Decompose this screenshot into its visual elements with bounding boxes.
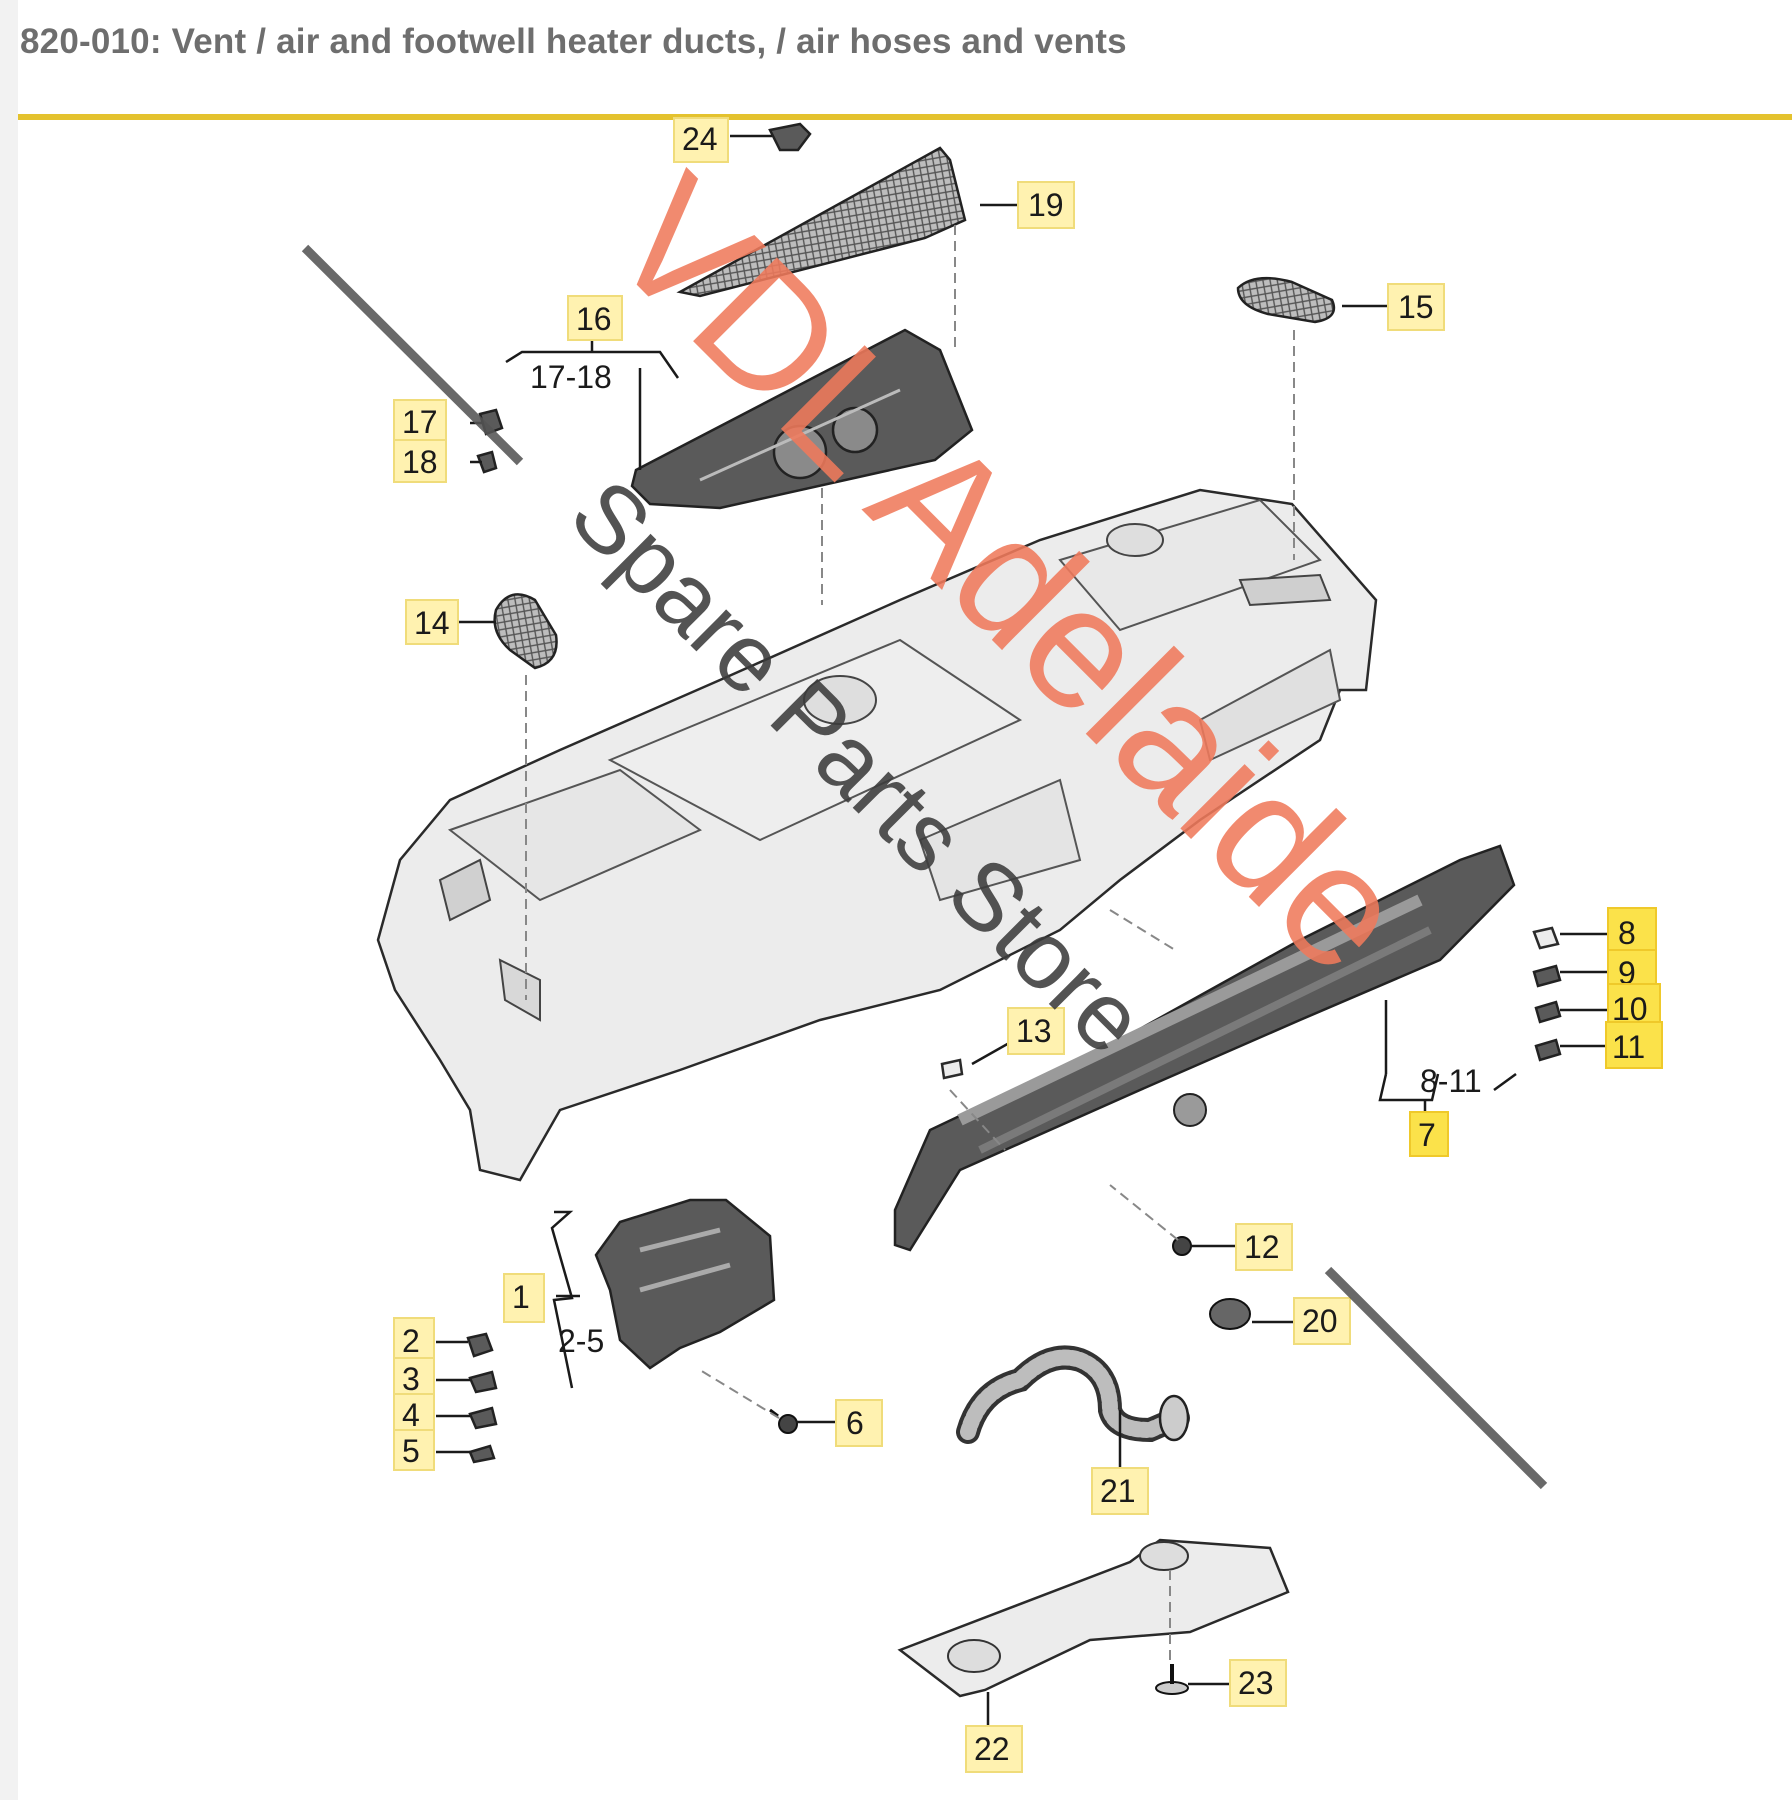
svg-text:20: 20 <box>1302 1303 1338 1339</box>
svg-text:17-18: 17-18 <box>530 359 612 395</box>
callout-11: 11 <box>1605 1021 1663 1069</box>
callout-20: 20 <box>1293 1297 1351 1345</box>
callout-6: 6 <box>835 1399 883 1447</box>
svg-text:8: 8 <box>1618 915 1636 951</box>
header: 820-010: Vent / air and footwell heater … <box>18 0 1792 120</box>
part-15-side-vent <box>1236 276 1336 324</box>
part-4-clip <box>468 1406 498 1430</box>
alignment-lines <box>525 225 1295 1660</box>
svg-text:18: 18 <box>402 444 438 480</box>
callout-1: 1 <box>503 1273 545 1323</box>
callout-3: 3 <box>393 1357 435 1399</box>
svg-text:16: 16 <box>576 301 612 337</box>
part-13-clip <box>940 1058 964 1080</box>
part-19-speaker-grille <box>676 146 967 298</box>
title-rule <box>18 114 1792 120</box>
svg-text:13: 13 <box>1016 1013 1052 1049</box>
part-3-clip <box>468 1370 498 1394</box>
callout-16: 16 <box>567 295 623 341</box>
part-5-clip <box>468 1444 496 1464</box>
part-1-footwell-duct <box>594 1198 776 1370</box>
part-2-clip <box>466 1332 494 1358</box>
part-17-18-center-trim <box>630 328 974 510</box>
svg-text:4: 4 <box>402 1397 420 1433</box>
callout-21: 21 <box>1091 1467 1149 1515</box>
svg-text:9: 9 <box>1618 955 1636 991</box>
callout-13: 13 <box>1007 1007 1065 1055</box>
callout-5: 5 <box>393 1429 435 1471</box>
svg-text:1: 1 <box>512 1279 530 1315</box>
svg-text:21: 21 <box>1100 1473 1136 1509</box>
part-20-plug <box>1209 1298 1251 1330</box>
callout-17: 17 <box>393 399 447 443</box>
callout-group-2-5: 2-5 <box>558 1323 604 1359</box>
callout-15: 15 <box>1387 283 1445 331</box>
callout-4: 4 <box>393 1393 435 1435</box>
svg-text:14: 14 <box>414 605 450 641</box>
callout-23: 23 <box>1229 1659 1287 1707</box>
svg-text:8-11: 8-11 <box>1420 1063 1482 1099</box>
svg-text:11: 11 <box>1612 1029 1645 1065</box>
part-18-clip <box>476 450 498 474</box>
part-7-center-vent-assembly <box>893 844 1516 1252</box>
callout-18: 18 <box>393 439 447 483</box>
svg-text:6: 6 <box>846 1405 864 1441</box>
part-23-screw <box>1155 1664 1189 1695</box>
callout-22: 22 <box>965 1725 1023 1773</box>
callout-8: 8 <box>1607 907 1657 953</box>
part-12-screw <box>1172 1236 1192 1256</box>
svg-text:24: 24 <box>682 121 718 157</box>
svg-text:3: 3 <box>402 1361 420 1397</box>
part-8-clip <box>1532 926 1560 950</box>
part-6-screw <box>769 1408 798 1434</box>
part-14-side-vent <box>493 593 558 670</box>
watermark-stroke-bottom <box>1324 1266 1548 1490</box>
watermark-stroke-top <box>301 244 524 466</box>
svg-text:17: 17 <box>402 404 438 440</box>
svg-text:7: 7 <box>1418 1117 1436 1153</box>
part-9-clip <box>1532 964 1562 988</box>
callout-group-8-11: 8-11 <box>1420 1063 1482 1099</box>
part-24-clip <box>768 122 812 152</box>
dashboard-carrier <box>376 488 1378 1182</box>
svg-text:12: 12 <box>1244 1229 1280 1265</box>
part-22-insulation-mat <box>897 1538 1290 1698</box>
callout-24: 24 <box>673 117 729 163</box>
part-11-clip <box>1534 1038 1562 1062</box>
callout-19: 19 <box>1017 181 1075 229</box>
callout-12: 12 <box>1235 1223 1293 1271</box>
svg-text:2: 2 <box>402 1323 420 1359</box>
svg-text:5: 5 <box>402 1433 420 1469</box>
svg-text:23: 23 <box>1238 1665 1274 1701</box>
callout-group-17-18: 17-18 <box>530 359 612 395</box>
callout-2: 2 <box>393 1317 435 1361</box>
callout-7: 7 <box>1409 1111 1449 1157</box>
page-title: 820-010: Vent / air and footwell heater … <box>20 22 1127 61</box>
svg-text:19: 19 <box>1028 187 1064 223</box>
svg-text:2-5: 2-5 <box>558 1323 604 1359</box>
svg-text:22: 22 <box>974 1731 1010 1767</box>
svg-text:15: 15 <box>1398 289 1434 325</box>
part-21-air-hose <box>956 1345 1190 1444</box>
part-10-clip <box>1534 1000 1562 1024</box>
callout-14: 14 <box>405 599 459 645</box>
